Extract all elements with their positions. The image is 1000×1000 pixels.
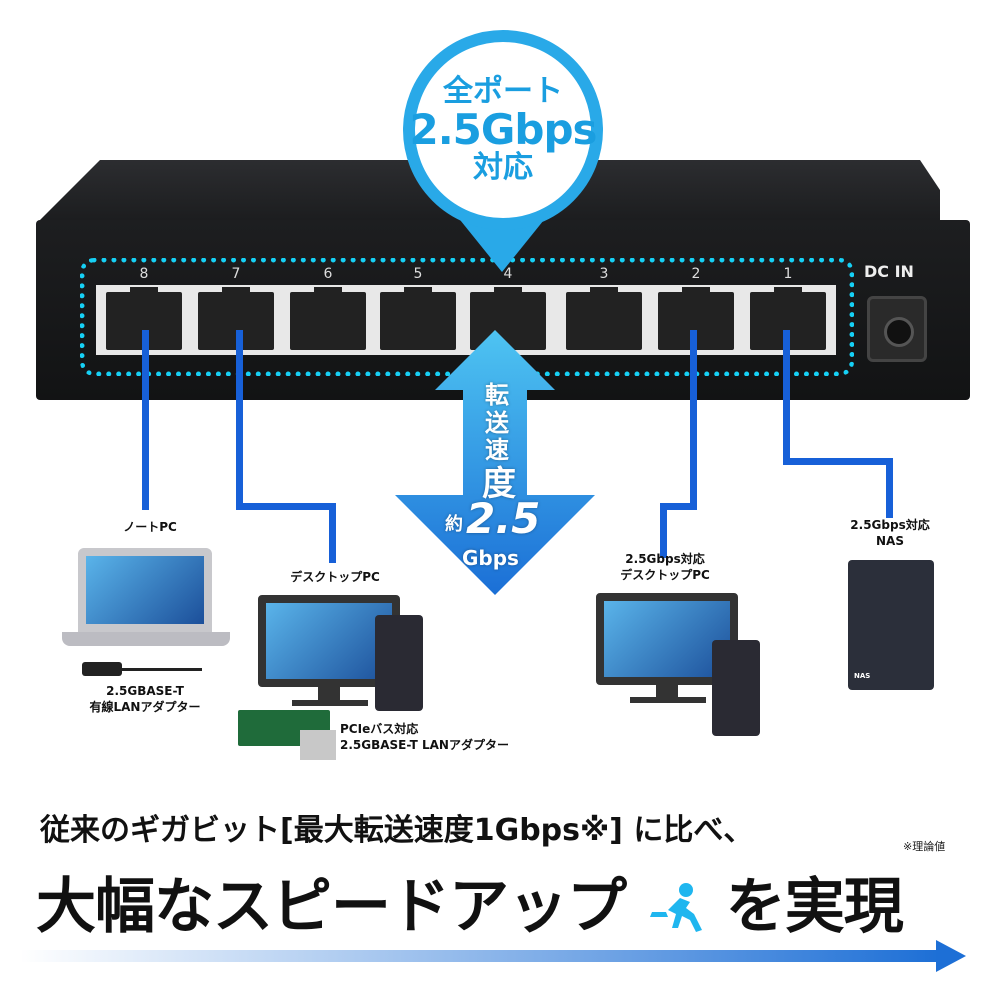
- usb-adapter-icon: [82, 662, 122, 676]
- usb-adapter-label: 2.5GBASE-T 有線LANアダプター: [89, 684, 201, 714]
- port-number-1: 1: [783, 266, 793, 282]
- desktop25-label: 2.5Gbps対応 デスクトップPC: [620, 552, 710, 582]
- pcie-adapter-label: PCIeバス対応 2.5GBASE-T LANアダプター: [340, 722, 509, 752]
- desktop25-monitor-stand: [656, 685, 678, 699]
- port-number-2: 2: [691, 266, 701, 282]
- bottom-arrow-head: [936, 940, 966, 972]
- desktop-monitor-stand: [318, 687, 340, 703]
- nas-badge: NAS: [854, 672, 871, 680]
- dc-in-label: DC IN: [864, 262, 914, 281]
- cable-port8: [142, 330, 149, 510]
- speed-double-arrow: [395, 330, 595, 595]
- cable-port2-c: [660, 503, 667, 558]
- ethernet-port-5: [380, 287, 456, 350]
- usb-cable: [122, 668, 202, 671]
- desktop25-tower: [712, 640, 760, 736]
- speed-approx-label: 約: [445, 514, 463, 535]
- pcie-bracket: [300, 730, 336, 760]
- cable-port1-a: [783, 330, 790, 465]
- notebook-label: ノートPC: [123, 520, 177, 534]
- ethernet-port-6: [290, 287, 366, 350]
- port-number-5: 5: [413, 266, 423, 282]
- port-number-4: 4: [503, 266, 513, 282]
- desktop-tower: [375, 615, 423, 711]
- callout-line2: 2.5Gbps: [409, 104, 598, 154]
- nas-label: 2.5Gbps対応 NAS: [850, 518, 930, 548]
- transfer-speed-vertical: 転 送 速 度: [482, 381, 516, 504]
- cable-port1-c: [886, 458, 893, 518]
- cable-port2-b: [660, 503, 697, 510]
- callout-line3: 対応: [473, 150, 533, 186]
- cable-port7-b: [236, 503, 336, 510]
- notebook-screen: [78, 548, 212, 632]
- speed-unit: Gbps: [462, 546, 519, 570]
- all-ports-callout: 全ポート 2.5Gbps 対応: [403, 30, 603, 230]
- dc-in-jack: [867, 296, 927, 362]
- cable-port2-a: [690, 330, 697, 510]
- ethernet-port-4: [470, 287, 546, 350]
- port-number-7: 7: [231, 266, 241, 282]
- port-number-6: 6: [323, 266, 333, 282]
- cable-port7-a: [236, 330, 243, 510]
- headline-realize-text: を実現: [725, 872, 904, 942]
- callout-line1: 全ポート: [443, 74, 563, 110]
- cable-port1-b: [783, 458, 893, 465]
- runner-icon: [646, 882, 706, 938]
- theoretical-value-note: ※理論値: [903, 840, 946, 853]
- ethernet-port-3: [566, 287, 642, 350]
- bottom-arrow-bar: [20, 950, 940, 962]
- headline-line2: 大幅なスピードアップ を実現: [36, 858, 904, 945]
- cable-port7-c: [329, 503, 336, 563]
- headline-speedup-text: 大幅なスピードアップ: [36, 872, 627, 942]
- speed-value: 2.5: [466, 494, 541, 543]
- port-number-3: 3: [599, 266, 609, 282]
- nas-device: [848, 560, 934, 690]
- desktop-monitor-base: [292, 700, 368, 706]
- port-number-8: 8: [139, 266, 149, 282]
- notebook-base: [62, 632, 230, 646]
- desktop25-monitor: [596, 593, 738, 685]
- headline-line1: 従来のギガビット[最大転送速度1Gbps※] に比べ、: [40, 813, 754, 848]
- desktop-label: デスクトップPC: [290, 570, 380, 584]
- desktop25-monitor-base: [630, 697, 706, 703]
